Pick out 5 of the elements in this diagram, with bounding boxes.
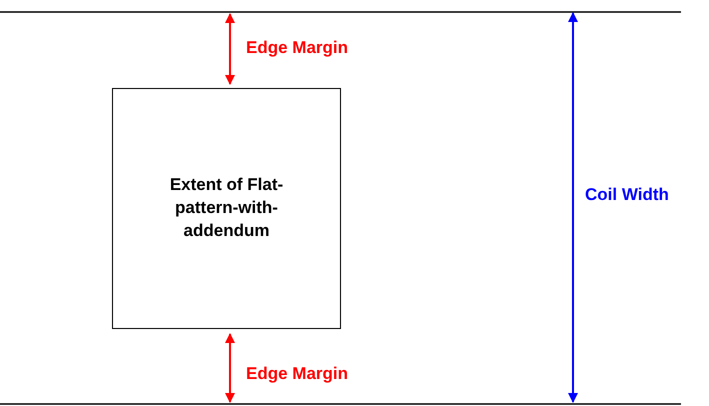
box-label: Extent of Flat-pattern-with-addendum [168,174,284,242]
dimension-label: Edge Margin [246,38,348,58]
dimension-label: Coil Width [585,185,669,205]
extent-box [112,88,341,329]
dimension-label: Edge Margin [246,364,348,384]
